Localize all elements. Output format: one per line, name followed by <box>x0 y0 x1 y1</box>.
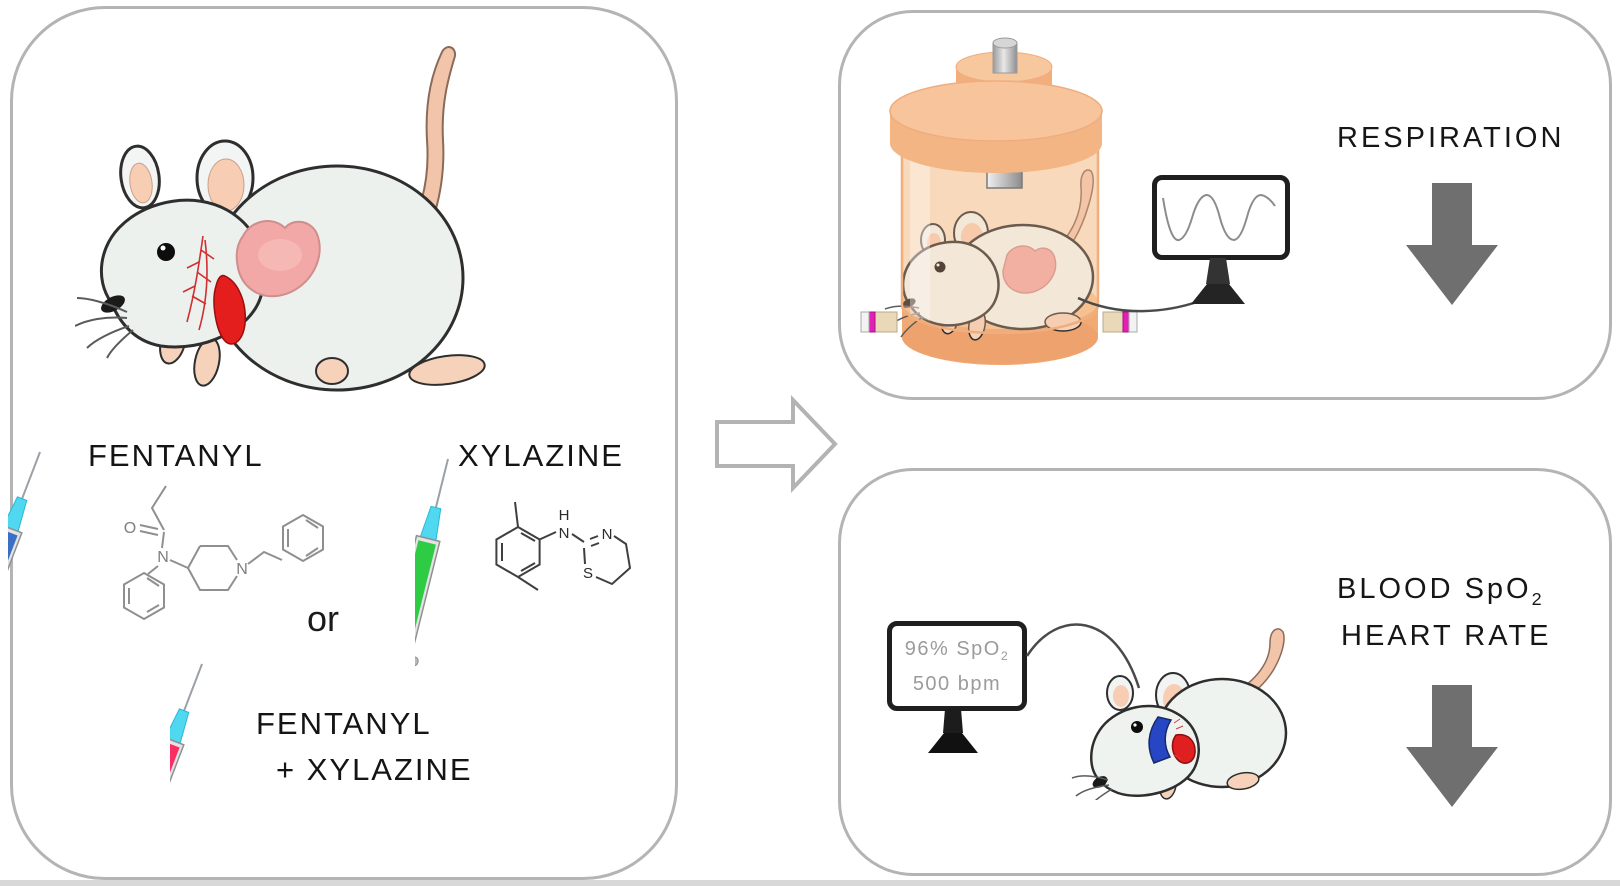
syringe-needle <box>21 451 41 500</box>
fentanyl-syringe-icon <box>8 451 41 644</box>
mouse-hind-foot <box>408 354 486 386</box>
combo-syringe-icon <box>170 663 203 856</box>
respiration-waveform <box>1162 193 1276 242</box>
syringe-drug-fill <box>415 540 436 652</box>
oximeter-monitor-stand <box>928 709 978 753</box>
collar-stitches <box>1173 718 1184 760</box>
fentanyl-atom-n1: N <box>157 549 169 566</box>
collar-sensor <box>1171 733 1196 764</box>
mouse-mid-paw <box>315 357 349 385</box>
xylazine-structure: H N N S <box>495 501 632 591</box>
collar-mouse-left-ear-inner <box>1113 685 1129 707</box>
fentanyl-structure: O N N <box>123 485 324 621</box>
or-label: or <box>307 598 340 639</box>
respiration-decrease-arrow-icon <box>1406 183 1498 305</box>
chamber-left-port <box>860 311 898 333</box>
figure-bottom-edge <box>0 880 1620 886</box>
chamber-mouse-eye-glint <box>936 263 940 267</box>
respiration-monitor-stand <box>1191 258 1245 304</box>
chamber-mouse-tail <box>1049 169 1094 263</box>
fentanyl-label: FENTANYL <box>88 438 264 473</box>
oximeter-wire <box>1025 623 1141 689</box>
xylazine-atom-s-ring: S <box>583 565 593 582</box>
mouse-blood-vessels <box>182 235 215 331</box>
oximeter-readout: 96% SpO2 500 bpm <box>905 635 1010 698</box>
heart-rate-reading: 500 bpm <box>912 672 1002 695</box>
syringe-flange <box>415 648 419 667</box>
spo2-reading: 96% SpO2 <box>904 637 1010 663</box>
chamber-right-port <box>1102 311 1138 333</box>
fentanyl-atom-n2: N <box>236 561 248 578</box>
syringe-needle <box>434 458 449 508</box>
chamber-glass-sheen <box>910 135 930 321</box>
fentanyl-atom-o: O <box>124 520 136 537</box>
mouse-tail <box>391 46 457 274</box>
chamber-mouse-lung <box>1002 245 1057 294</box>
chamber-lid <box>889 80 1103 173</box>
flow-arrow-icon <box>715 395 838 493</box>
respiration-monitor <box>1152 175 1290 260</box>
xylazine-syringe-icon <box>415 458 449 667</box>
chamber-glass <box>900 131 1100 335</box>
combo-label-line1: FENTANYL <box>256 706 432 741</box>
xylazine-atom-n-amine: N <box>559 525 570 542</box>
chamber-mouse-head <box>901 240 1000 327</box>
collar-mouse-eye-glint <box>1133 723 1137 727</box>
collar-mouse-whiskers <box>1071 775 1113 800</box>
chamber-mouse-nose <box>902 298 916 308</box>
xylazine-atom-h: H <box>559 507 570 524</box>
plethysmography-chamber <box>860 37 1138 365</box>
syringe-barrel <box>170 735 185 856</box>
respiration-title: RESPIRATION <box>1337 122 1565 154</box>
oximeter-collar <box>1148 716 1173 764</box>
oximetry-title-line2: HEART RATE <box>1341 620 1552 652</box>
oximetry-title-line1: BLOOD SpO2 <box>1337 573 1545 609</box>
syringe-hub <box>170 708 190 745</box>
mouse-left-ear-inner <box>129 162 153 204</box>
mouse-eye <box>157 243 175 261</box>
respiration-wire <box>1077 296 1201 313</box>
syringe-hub <box>419 505 442 542</box>
mouse-lung-highlight <box>258 239 302 271</box>
combo-label-line2: + XYLAZINE <box>276 752 473 787</box>
oximeter-monitor: 96% SpO2 500 bpm <box>887 621 1027 711</box>
xylazine-label: XYLAZINE <box>458 438 624 473</box>
mouse-anatomy-illustration <box>75 46 486 392</box>
collar-mouse-eye <box>1131 721 1143 733</box>
xylazine-atom-n-ring: N <box>602 526 613 543</box>
syringe-needle <box>183 663 203 712</box>
chamber-metal-pin <box>992 37 1018 74</box>
drug-panel <box>10 6 678 880</box>
chamber-mouse <box>884 169 1095 341</box>
mouse-heart-organ <box>213 274 246 345</box>
collar-mouse-head <box>1090 704 1200 797</box>
mouse-eye-glint <box>160 245 166 251</box>
collar-mouse-hind-foot <box>1226 771 1260 791</box>
collar-mouse-illustration <box>1071 628 1288 800</box>
mouse-whiskers <box>75 297 134 359</box>
syringe-hub <box>8 496 28 533</box>
syringe-barrel <box>8 523 23 644</box>
oximetry-decrease-arrow-icon <box>1406 685 1498 807</box>
